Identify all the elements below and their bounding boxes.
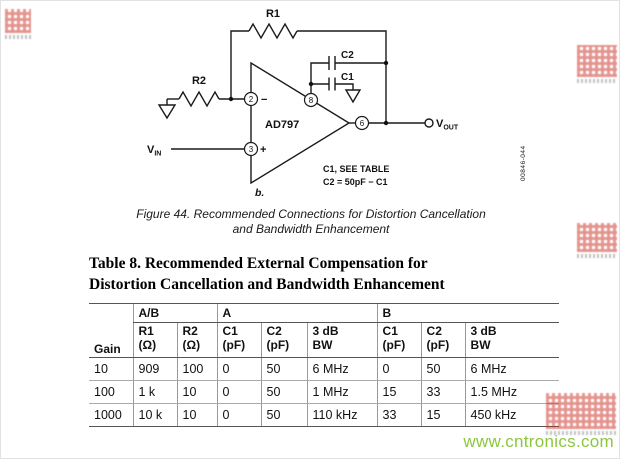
ground-symbol (344, 89, 362, 104)
cell-gain: 100 (89, 380, 133, 404)
cell-c1-a: 0 (216, 403, 262, 427)
c1-branch (311, 77, 362, 104)
cell-r1: 10 k (132, 403, 177, 427)
cell-c2-b: 15 (420, 403, 466, 427)
cell-bw-a: 1 MHz (306, 380, 378, 404)
vin-label: VIN (147, 144, 161, 158)
site-watermark: www.cntronics.com (463, 432, 614, 451)
table-row: 1000 10 k 10 0 50 110 kHz 33 15 450 kHz (89, 403, 560, 427)
c2-note: C2 = 50pF − C1 (323, 177, 388, 187)
cell-gain: 1000 (89, 403, 133, 427)
cell-c1-b: 33 (376, 403, 422, 427)
pin-2-number: 2 (249, 95, 254, 104)
cell-bw-a: 110 kHz (306, 403, 378, 427)
cell-c1-b: 15 (376, 380, 422, 404)
cell-r2: 10 (176, 403, 218, 427)
table-title-line1: Table 8. Recommended External Compensati… (89, 255, 428, 272)
r2-label: R2 (192, 75, 206, 87)
figure-caption-line1: Figure 44. Recommended Connections for D… (136, 207, 486, 221)
pin-3-number: 3 (249, 145, 254, 154)
table-title-line2: Distortion Cancellation and Bandwidth En… (89, 276, 445, 293)
cell-bw-b: 450 kHz (464, 403, 560, 427)
group-header-row: Gain A/B A B (89, 303, 560, 358)
col-header-r2: R2(Ω) (176, 322, 218, 358)
cell-r2: 10 (176, 380, 218, 404)
col-header-c1-a: C1(pF) (216, 322, 262, 358)
r1-resistor-symbol (248, 22, 298, 40)
cell-c2-a: 50 (260, 403, 308, 427)
pin-8-number: 8 (309, 96, 314, 105)
table-row: 100 1 k 10 0 50 1 MHz 15 33 1.5 MHz (89, 380, 560, 404)
c1-note: C1, SEE TABLE (323, 164, 389, 174)
ground-symbol (157, 104, 177, 120)
figure-code: 00846-044 (520, 145, 527, 181)
junction-dot (383, 60, 389, 66)
r2-resistor-symbol (178, 90, 220, 108)
pin-2-circle (243, 91, 259, 107)
pin-6-circle (354, 115, 370, 131)
cell-c2-b: 33 (420, 380, 466, 404)
cell-r1: 1 k (132, 380, 177, 404)
pin-6-number: 6 (360, 119, 365, 128)
vout-terminal (424, 118, 434, 128)
cell-bw-a: 6 MHz (306, 357, 378, 381)
group-header-b: B (376, 303, 560, 323)
cell-c1-a: 0 (216, 357, 262, 381)
opamp-triangle (250, 61, 351, 185)
cell-bw-b: 1.5 MHz (464, 380, 560, 404)
circuit-diagram: R1 R2 C2 C1 AD797 2 3 8 6 − + VIN VOUT C… (147, 8, 527, 199)
opamp-label: AD797 (265, 119, 299, 131)
cell-bw-b: 6 MHz (464, 357, 560, 381)
pin-8-circle (303, 92, 319, 108)
vout-wire (349, 118, 434, 128)
figure-caption-line2: and Bandwidth Enhancement (232, 222, 390, 236)
c1-capacitor-symbol (328, 77, 336, 91)
group-header-a: A (216, 303, 378, 323)
col-header-r1: R1(Ω) (132, 322, 177, 358)
junction-dot (308, 81, 314, 87)
col-header-c2-b: C2(pF) (420, 322, 466, 358)
col-header-gain: Gain (89, 303, 133, 358)
cell-c2-b: 50 (420, 357, 466, 381)
c2-capacitor-symbol (328, 56, 336, 70)
col-header-c2-a: C2(pF) (260, 322, 308, 358)
figure-caption: Figure 44. Recommended Connections for D… (1, 207, 619, 237)
noninverting-input-sign: + (260, 144, 266, 156)
cell-r2: 100 (176, 357, 218, 381)
pin-3-circle (243, 141, 259, 157)
cell-c1-b: 0 (376, 357, 422, 381)
compensation-table: Gain A/B A B R1(Ω) R2(Ω) C1(pF) C2(pF) 3… (89, 303, 560, 427)
cell-gain: 10 (89, 357, 133, 381)
r1-label: R1 (266, 8, 280, 20)
junction-dot (383, 120, 389, 126)
table-row: 10 909 100 0 50 6 MHz 0 50 6 MHz (89, 357, 560, 381)
table-title: Table 8. Recommended External Compensati… (89, 253, 445, 295)
vout-label: VOUT (436, 118, 459, 132)
junction-dot (228, 96, 234, 102)
c1-label: C1 (341, 72, 354, 83)
feedback-wire (230, 22, 387, 123)
col-header-c1-b: C1(pF) (376, 322, 422, 358)
cell-c1-a: 0 (216, 380, 262, 404)
inverting-input-sign: − (261, 94, 267, 106)
c2-label: C2 (341, 50, 354, 61)
cell-c2-a: 50 (260, 380, 308, 404)
cell-c2-a: 50 (260, 357, 308, 381)
subfigure-label: b. (255, 187, 264, 199)
cell-r1: 909 (132, 357, 177, 381)
group-header-ab: A/B (132, 303, 218, 323)
